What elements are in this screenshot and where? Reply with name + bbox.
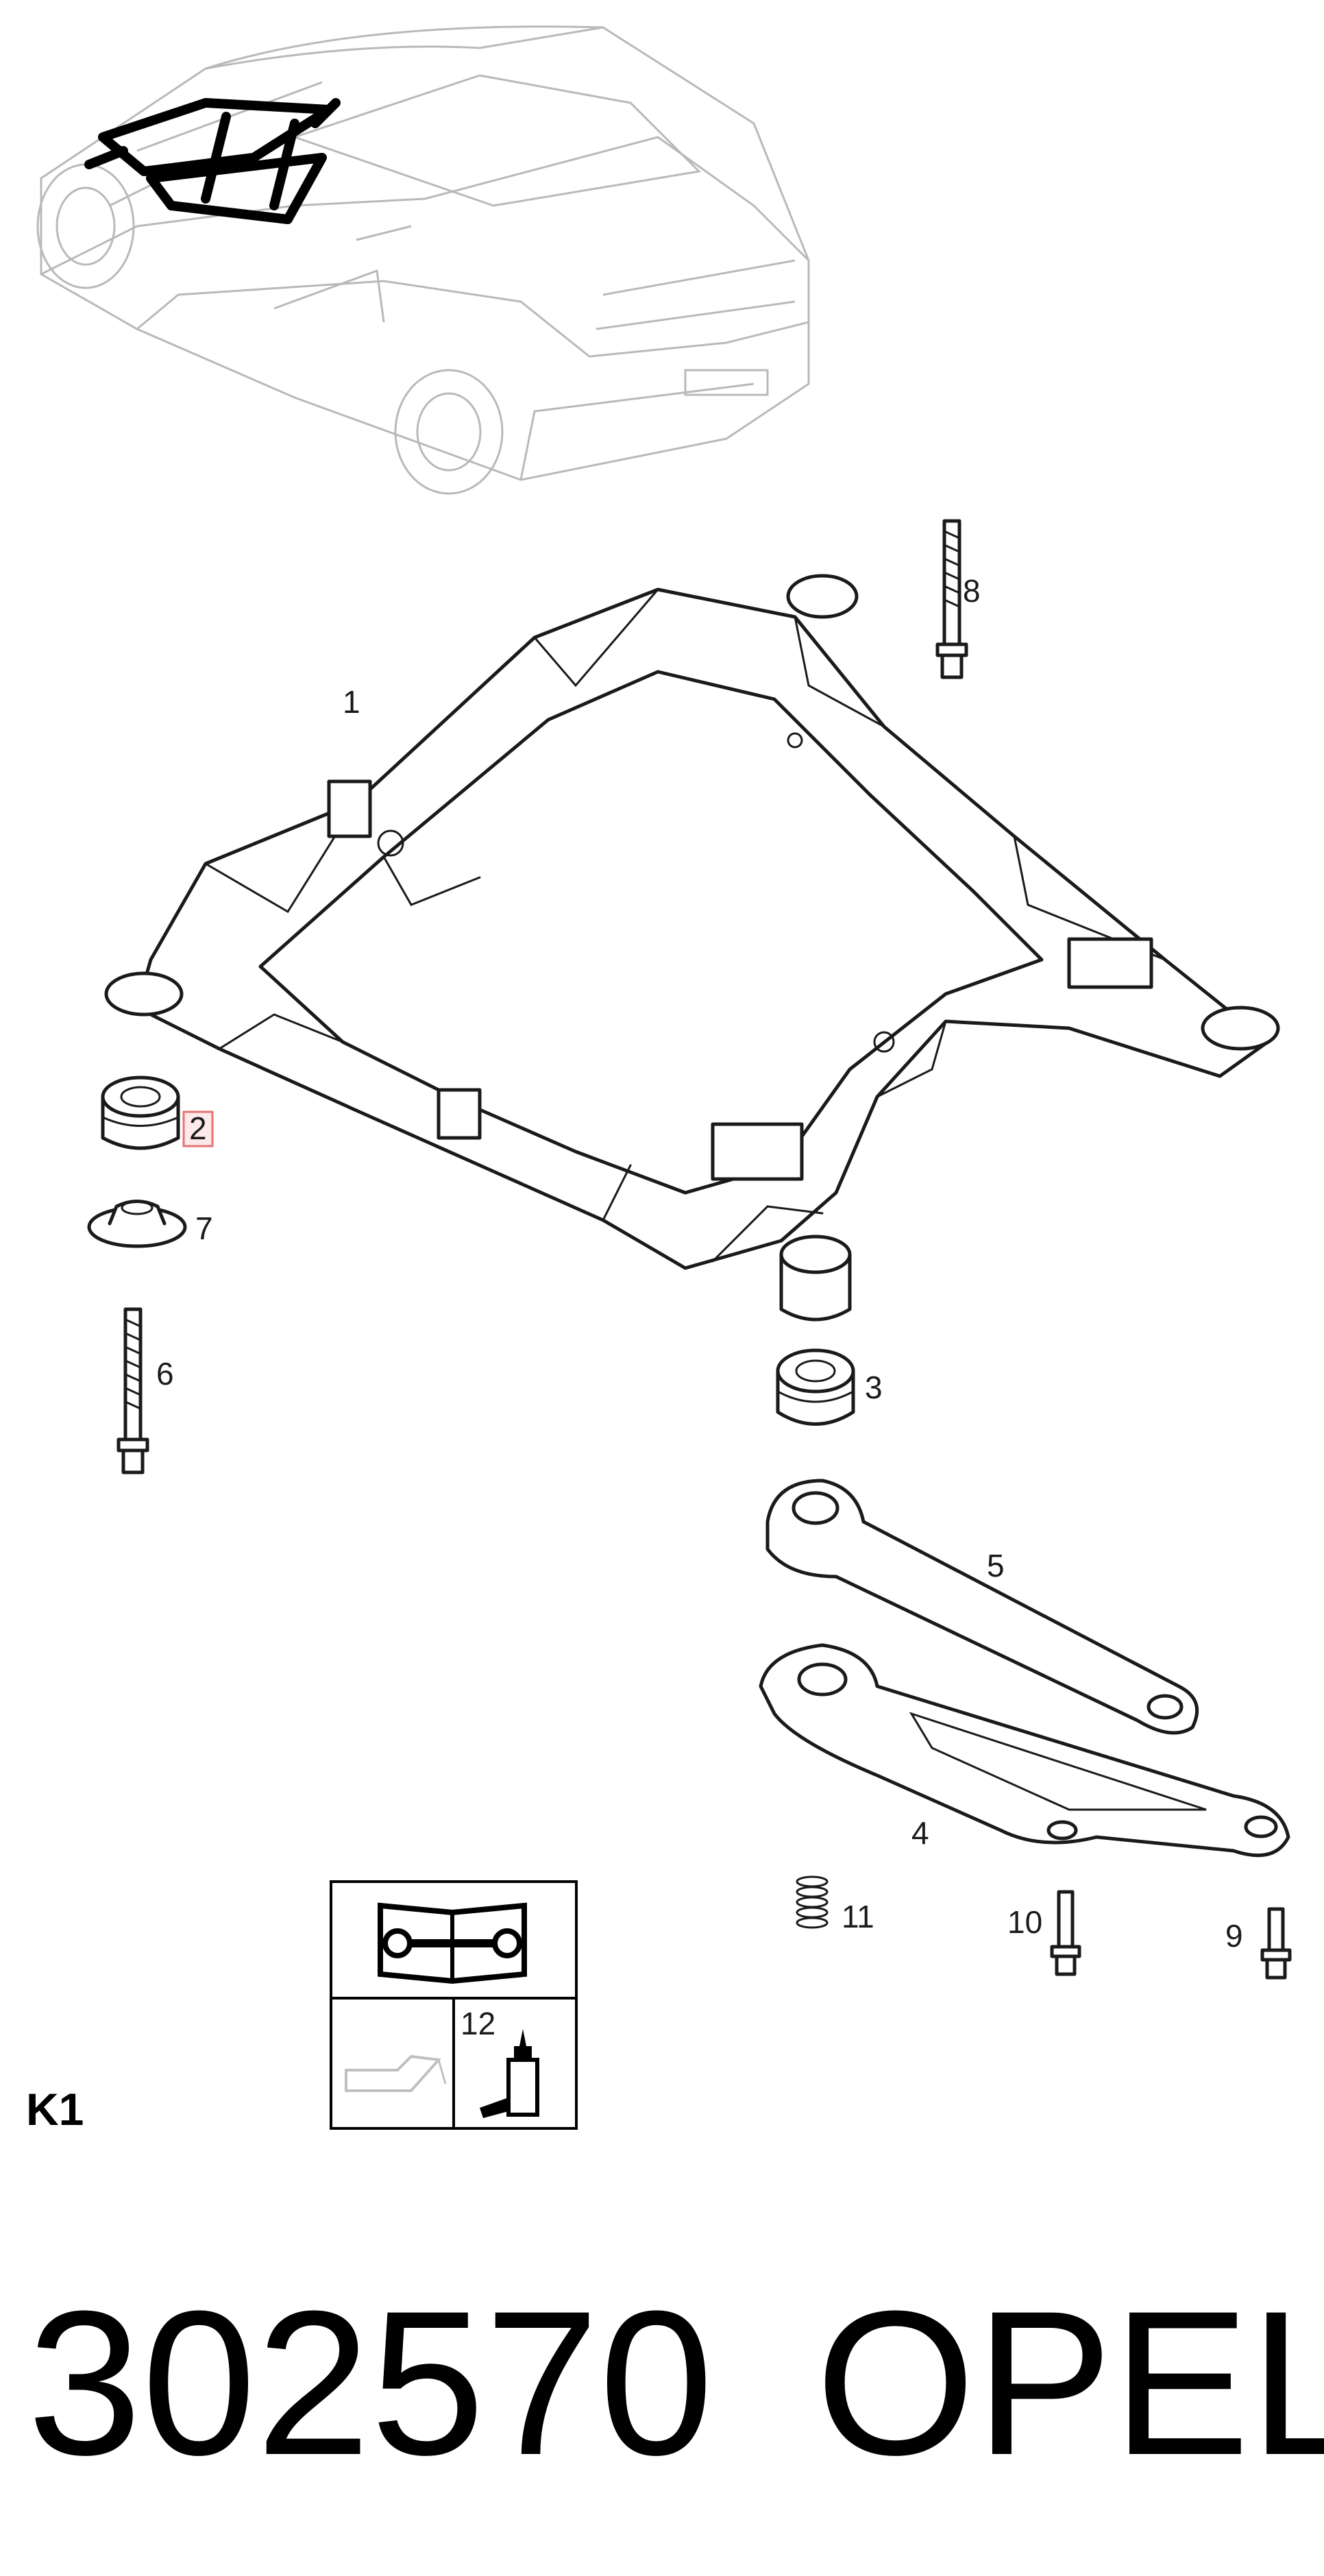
bushing-part-3	[776, 1348, 855, 1426]
callout-2: 2	[189, 1110, 207, 1146]
car-overview-illustration	[36, 25, 810, 495]
callout-7: 7	[195, 1211, 213, 1246]
manual-wrench-icon	[378, 1902, 527, 1984]
part-number: 302570	[27, 2268, 713, 2498]
bolt-part-8	[935, 519, 968, 679]
spring-part-11	[796, 1875, 829, 1929]
callout-11: 11	[842, 1899, 874, 1934]
washer-part-7	[87, 1200, 187, 1248]
adhesive-bottle-icon	[480, 2029, 539, 2118]
callout-9: 9	[1225, 1918, 1243, 1954]
control-rod-part-5	[765, 1479, 1199, 1735]
bolt-part-10	[1050, 1890, 1081, 1976]
oil-can-icon	[345, 2054, 447, 2092]
section-label: K1	[26, 2084, 84, 2135]
front-subframe-part	[104, 574, 1280, 1322]
callout-4: 4	[911, 1815, 929, 1851]
subframe-bushing-part-2	[101, 1076, 180, 1150]
control-arm-part-4	[759, 1643, 1290, 1858]
callout-3: 3	[865, 1370, 883, 1405]
car-subframe-location-highlight	[84, 98, 341, 224]
callout-8: 8	[963, 573, 981, 609]
callout-5: 5	[987, 1548, 1005, 1583]
long-bolt-part-6	[117, 1307, 149, 1474]
brand-name: OPEL	[816, 2268, 1324, 2498]
callout-12: 12	[461, 2006, 495, 2041]
callout-10: 10	[1007, 1904, 1042, 1940]
bolt-part-9	[1260, 1907, 1292, 1980]
highlight-box-part-2	[182, 1110, 214, 1147]
callout-6: 6	[156, 1356, 174, 1392]
callout-1: 1	[343, 684, 360, 720]
